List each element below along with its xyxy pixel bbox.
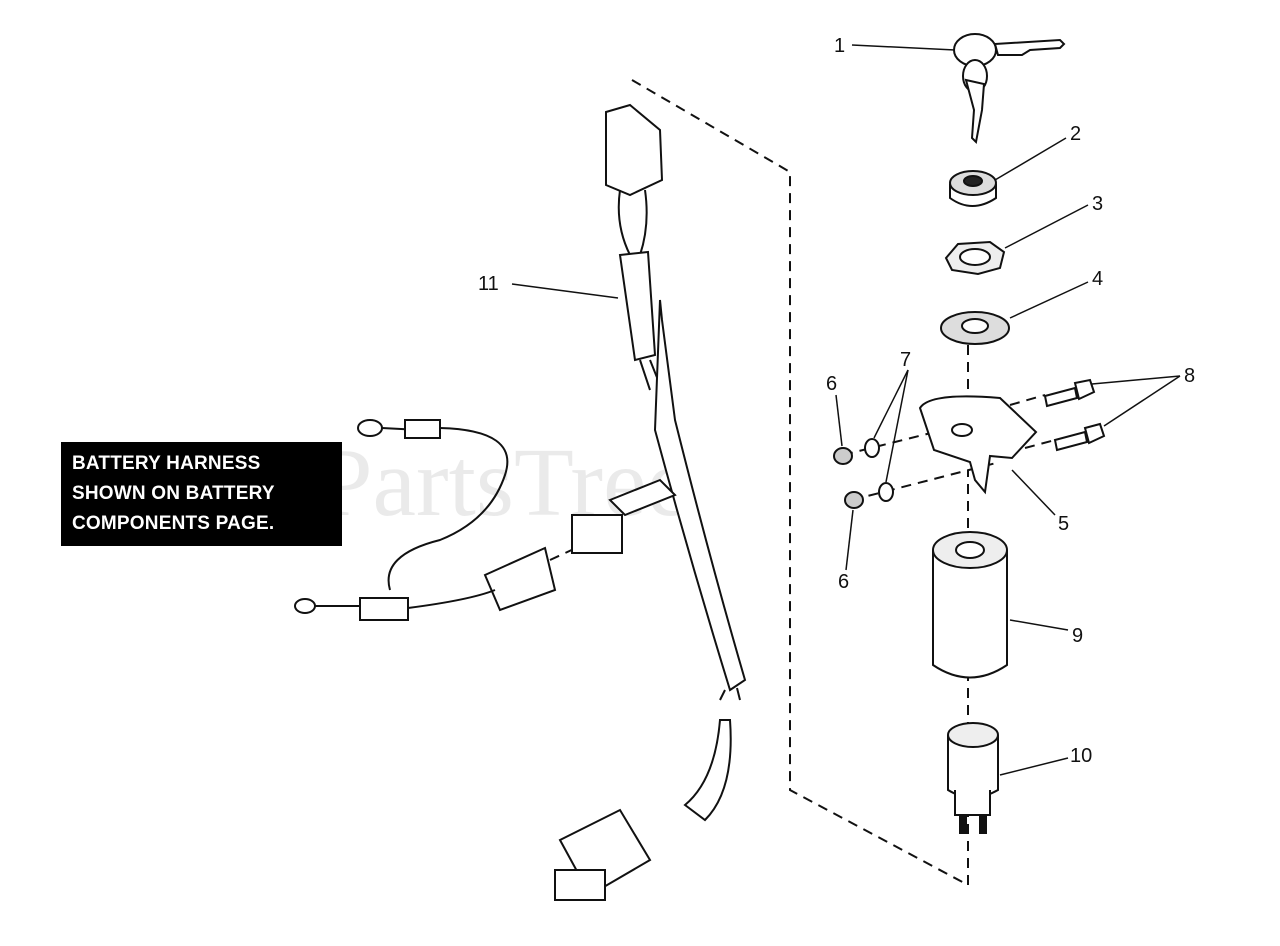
callout-4: 4 [1092,268,1103,290]
switch-cover-sleeve [932,531,1008,679]
screws [1043,378,1106,452]
wiring-harness [554,103,747,901]
callout-3: 3 [1092,193,1103,215]
ignition-switch [947,722,999,834]
callout-8: 8 [1184,365,1195,387]
note-line: SHOWN ON BATTERY [72,483,275,504]
callout-6-top: 6 [826,373,837,395]
nuts-and-washers [833,438,894,509]
leader-lines [511,44,1181,776]
grommet-washer [940,311,1010,345]
callout-10: 10 [1070,745,1092,767]
mounting-bracket [918,395,1038,495]
note-line: COMPONENTS PAGE. [72,513,275,534]
callout-11: 11 [478,273,499,295]
callout-9: 9 [1072,625,1083,647]
callout-5: 5 [1058,513,1069,535]
callout-7: 7 [900,349,911,371]
switch-nut-cap [949,170,997,207]
watermark: PartsTree [318,429,690,537]
note-line: BATTERY HARNESS [72,453,261,474]
hex-nut [944,240,1006,276]
battery-harness-note: BATTERY HARNESS SHOWN ON BATTERY COMPONE… [61,442,342,546]
ignition-keys [953,33,1066,145]
callout-2: 2 [1070,123,1081,145]
callout-labels: 1 2 3 4 5 6 6 7 8 9 10 11 [478,35,1195,767]
callout-6-bottom: 6 [838,571,849,593]
callout-1: 1 [834,35,845,57]
battery-cable [294,419,557,621]
